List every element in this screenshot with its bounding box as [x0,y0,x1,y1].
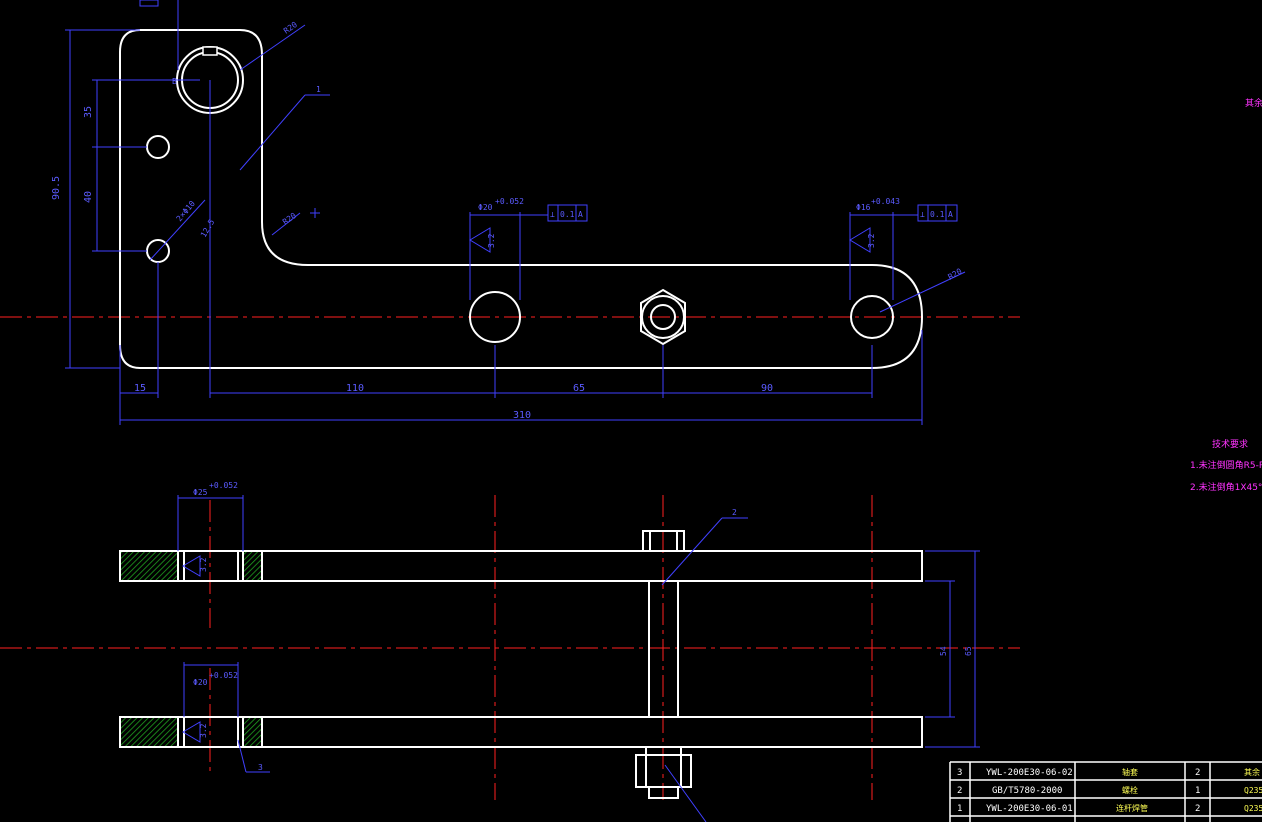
notes-line-1: 1.未注倒圆角R5-R10 [1190,459,1262,471]
section-dimensions [177,495,980,822]
ra-left: 3.2 [487,233,496,248]
dim-65: 65 [573,383,585,394]
notes-line-2: 2.未注倒角1X45° [1190,481,1262,493]
bom-no: 2 [957,786,962,796]
hole-dia-left: Φ20 [478,203,493,212]
ra-sec-bottom: 3.2 [199,723,208,738]
bore-top-tol: +0.052 [209,481,238,490]
hole-tol-right: +0.043 [871,197,900,206]
bore-top-dia: Φ25 [193,488,208,497]
bom-table: 3 YWL-200E30-06-02 轴套 2 其余 2 GB/T5780-20… [949,761,1262,822]
bom-no: 3 [957,768,962,778]
dim-310: 310 [513,410,531,421]
bom-code: YWL-200E30-06-02 [986,768,1073,778]
bom-qty: 2 [1195,768,1200,778]
bom-name: 轴套 [1122,767,1138,777]
small-hole-callout: 2×Φ10 [175,199,197,223]
bom-name: 连杆焊管 [1116,803,1148,813]
tol-sym-right: ⊥ [920,210,925,219]
technical-notes: 技术要求 1.未注倒圆角R5-R10 2.未注倒角1X45° 其余 [1190,97,1262,493]
bom-code: GB/T5780-2000 [992,786,1062,796]
dim-r20-inner: R20 [281,211,298,227]
dim-90: 90 [761,383,773,394]
dim-35: 35 [83,106,94,118]
dim-40: 40 [83,191,94,203]
section-labels: Φ25 +0.052 Φ20 +0.052 54 65 3.2 3.2 2 3 [193,481,973,772]
section-hatch [121,552,262,746]
balloon-3: 3 [258,763,263,772]
tol-val-left: 0.1 [560,210,575,219]
balloon-1: 1 [316,85,321,94]
tol-sym-left: ⊥ [550,210,555,219]
bom-mat: Q235 [1244,804,1262,813]
dim-r20-right: R20 [947,267,964,282]
tol-ref-right: A [948,210,953,219]
ra-sec-top: 3.2 [199,557,208,572]
bom-name: 螺栓 [1122,785,1138,795]
bom-mat: 其余 [1244,767,1260,777]
tol-ref-left: A [578,210,583,219]
hole-tol-left: +0.052 [495,197,524,206]
bom-no: 1 [957,804,962,814]
bom-code: YWL-200E30-06-01 [986,804,1073,814]
tol-val-right: 0.1 [930,210,945,219]
bom-row: 1 YWL-200E30-06-01 连杆焊管 2 Q235 [957,803,1262,814]
datum-b: B [172,77,177,86]
section-outline [119,530,923,799]
corner-note: 其余 [1245,97,1262,109]
gap-outer: 65 [964,646,973,656]
notes-title: 技术要求 [1212,438,1248,450]
bom-row: 2 GB/T5780-2000 螺栓 1 Q235 [957,785,1262,796]
dim-r20-top: R20 [282,20,299,36]
bore-bottom-tol: +0.052 [209,671,238,680]
top-view-dimensions [65,0,966,425]
bom-qty: 2 [1195,804,1200,814]
ra-right: 3.2 [867,233,876,248]
balloon-2: 2 [732,508,737,517]
bom-qty: 1 [1195,786,1200,796]
section-view: Φ25 +0.052 Φ20 +0.052 54 65 3.2 3.2 2 3 [119,481,980,822]
gap-inner: 54 [939,646,948,656]
hole-dia-right: Φ16 [856,203,871,212]
dim-overall-height: 90.5 [51,176,62,200]
dim-110: 110 [346,383,364,394]
bom-mat: Q235 [1244,786,1262,795]
bom-row: 3 YWL-200E30-06-02 轴套 2 其余 [957,767,1260,778]
dim-15: 15 [134,383,146,394]
ra-small: 12.5 [199,218,217,239]
bore-bottom-dia: Φ20 [193,678,208,687]
